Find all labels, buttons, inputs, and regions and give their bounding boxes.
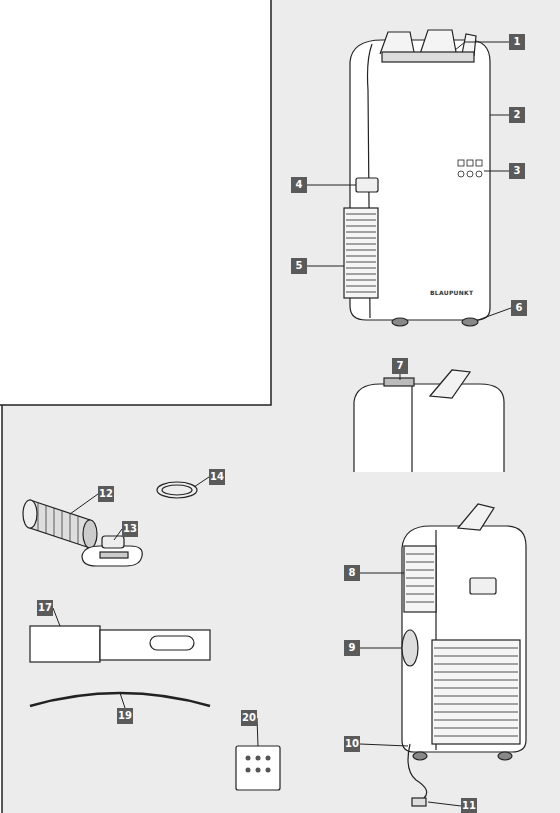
- callout-number: 2: [509, 107, 525, 123]
- callout-number: 6: [511, 300, 527, 316]
- callout-number: 11: [461, 798, 477, 813]
- callout-number: 1: [509, 34, 525, 50]
- brand-logo: BLAUPUNKT: [430, 289, 473, 297]
- callout-number: 13: [122, 521, 138, 537]
- panel-border: [1, 405, 3, 813]
- callout-number: 20: [241, 710, 257, 726]
- callout-number: 14: [209, 469, 225, 485]
- leader-lines: [53, 42, 511, 806]
- callout-number: 19: [117, 708, 133, 724]
- unit-front-view: [344, 30, 490, 326]
- callout-number: 7: [392, 358, 408, 374]
- callout-number: 10: [344, 736, 360, 752]
- callout-number: 17: [37, 600, 53, 616]
- unit-rear-view: [402, 504, 526, 806]
- callout-number: 12: [98, 486, 114, 502]
- callout-number: 4: [291, 177, 307, 193]
- unit-top-detail: [354, 370, 504, 472]
- panel-border: [0, 0, 271, 405]
- callout-number: 5: [291, 258, 307, 274]
- callout-number: 8: [344, 565, 360, 581]
- callout-number: 3: [509, 163, 525, 179]
- accessories: [23, 482, 280, 790]
- callout-number: 9: [344, 640, 360, 656]
